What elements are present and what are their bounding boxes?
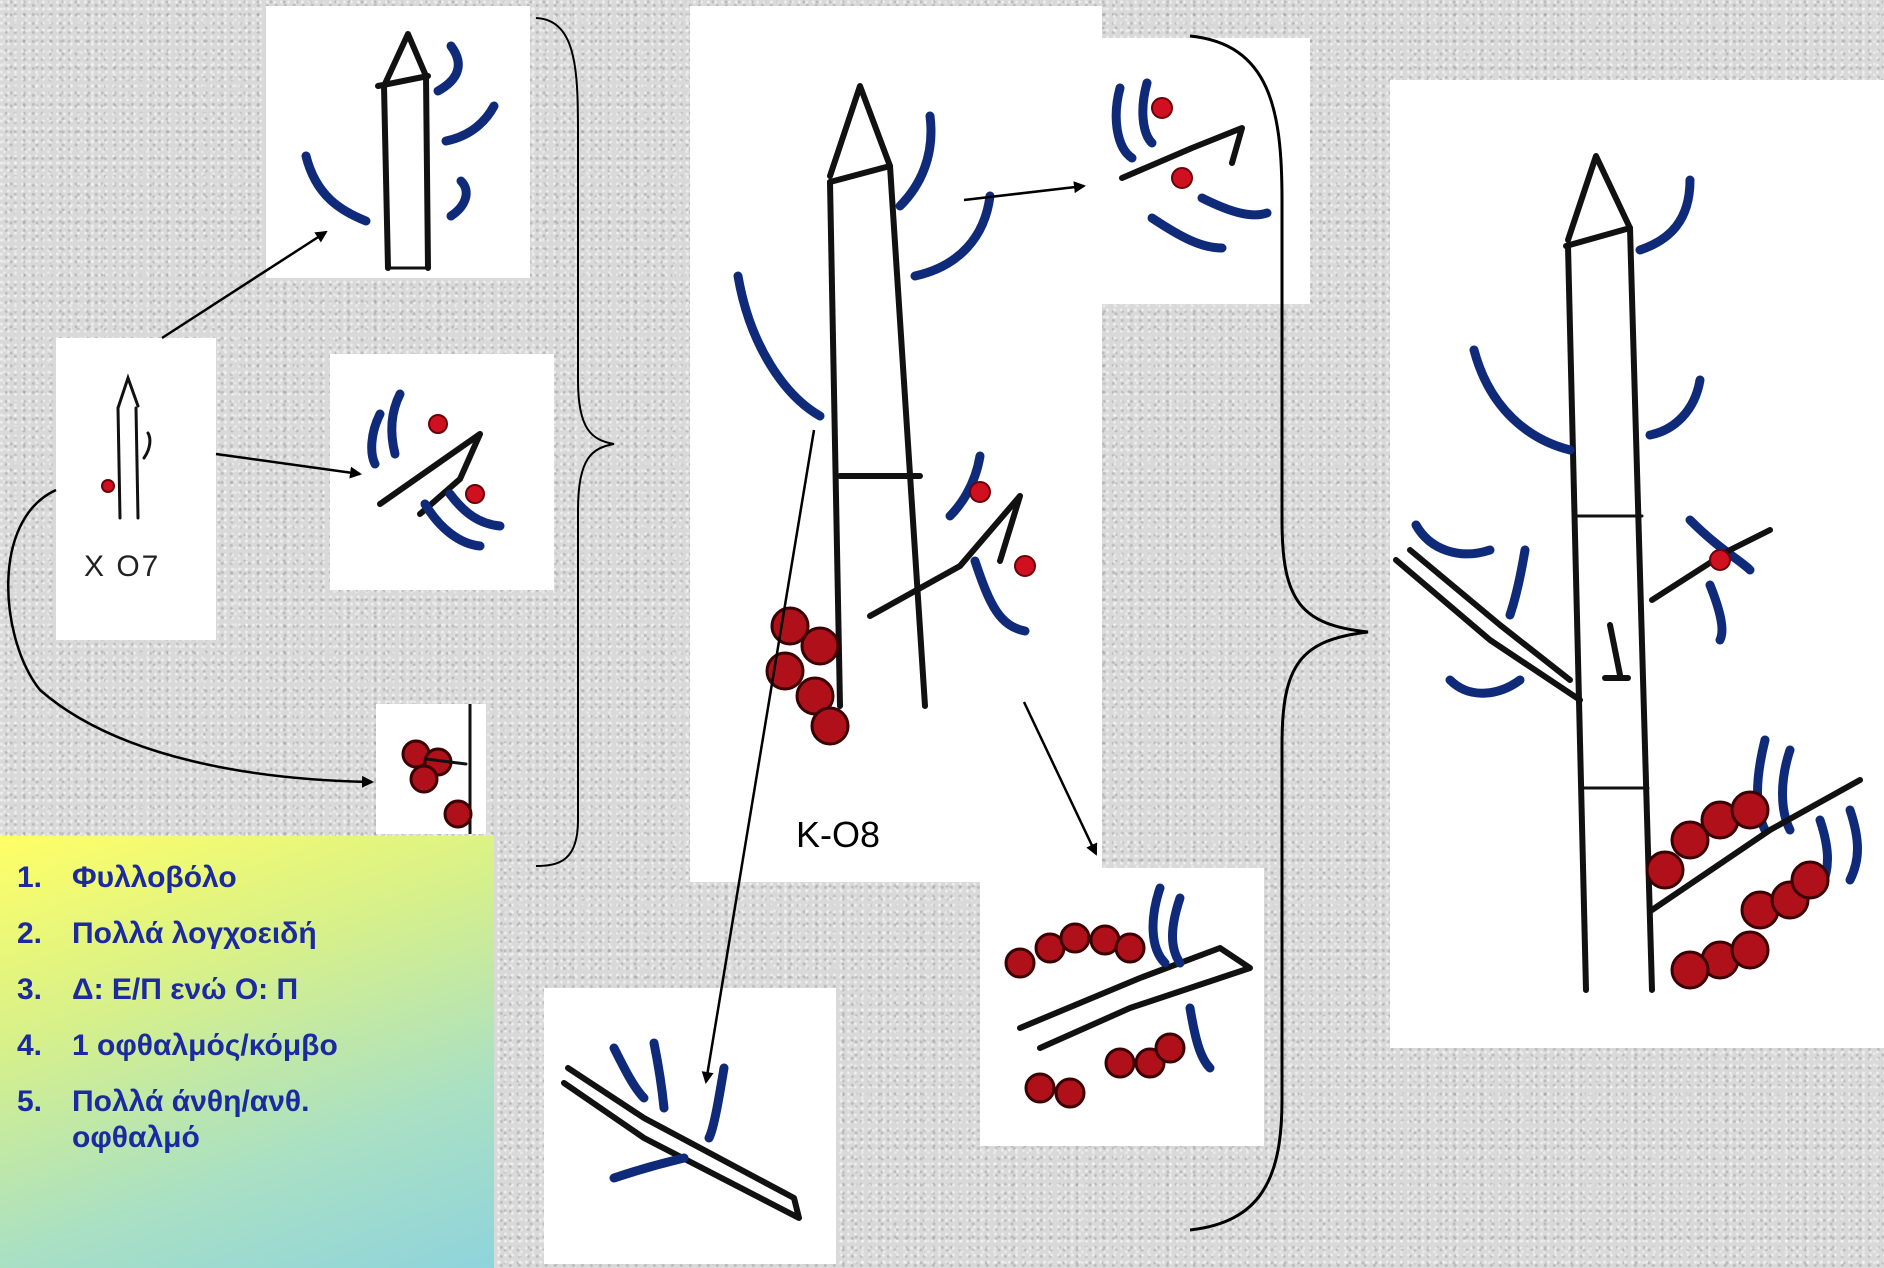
legend-item: 4. 1 οφθαλμός/κόμβο <box>0 1028 494 1064</box>
berry-cluster-panel-2 <box>980 868 1264 1146</box>
leaf-cluster-icon <box>367 389 505 551</box>
leaf-cluster-panel-2 <box>1092 38 1310 304</box>
plant-sketch-icon <box>733 83 1036 746</box>
final-plant-panel <box>1390 80 1884 1048</box>
leaf-cluster-icon <box>1111 78 1272 253</box>
leaf-cluster-panel-1 <box>330 354 554 590</box>
small-code-label: X O7 <box>84 550 161 583</box>
berry-cluster-icon <box>401 704 473 834</box>
top-left-plant-panel <box>266 6 530 278</box>
main-plant-panel: K-O8 <box>690 6 1102 882</box>
berry-cluster-icon <box>1004 883 1253 1109</box>
berry-cluster-panel-1 <box>376 704 486 834</box>
legend-number: 5. <box>16 1085 42 1118</box>
legend-number: 4. <box>16 1029 42 1062</box>
legend-item: 1. Φυλλοβόλο <box>0 860 494 896</box>
legend-item: 3. Δ: Ε/Π ενώ Ο: Π <box>0 972 494 1008</box>
legend-item: 5. Πολλά άνθη/ανθ. οφθαλμό <box>0 1084 494 1156</box>
plant-sketch-icon <box>301 31 499 271</box>
leaf-cluster-icon <box>561 1038 802 1221</box>
x07-plant-panel: X O7 <box>56 338 216 640</box>
legend-number: 3. <box>16 973 42 1006</box>
plant-sketch-icon <box>1393 153 1863 993</box>
legend-text: Δ: Ε/Π ενώ Ο: Π <box>72 973 299 1006</box>
legend-text: Πολλά άνθη/ανθ. οφθαλμό <box>72 1085 310 1154</box>
legend-number: 2. <box>16 917 42 950</box>
legend-item: 2. Πολλά λογχοειδή <box>0 916 494 952</box>
legend-text: Πολλά λογχοειδή <box>72 917 317 950</box>
legend-box: 1. Φυλλοβόλο 2. Πολλά λογχοειδή 3. Δ: Ε/… <box>0 836 494 1268</box>
main-code-label: K-O8 <box>796 814 881 855</box>
legend-text: 1 οφθαλμός/κόμβο <box>72 1029 338 1062</box>
legend-text: Φυλλοβόλο <box>72 861 237 894</box>
leaf-cluster-panel-3 <box>544 988 836 1264</box>
legend-number: 1. <box>16 861 42 894</box>
plant-sketch-icon <box>101 373 152 520</box>
